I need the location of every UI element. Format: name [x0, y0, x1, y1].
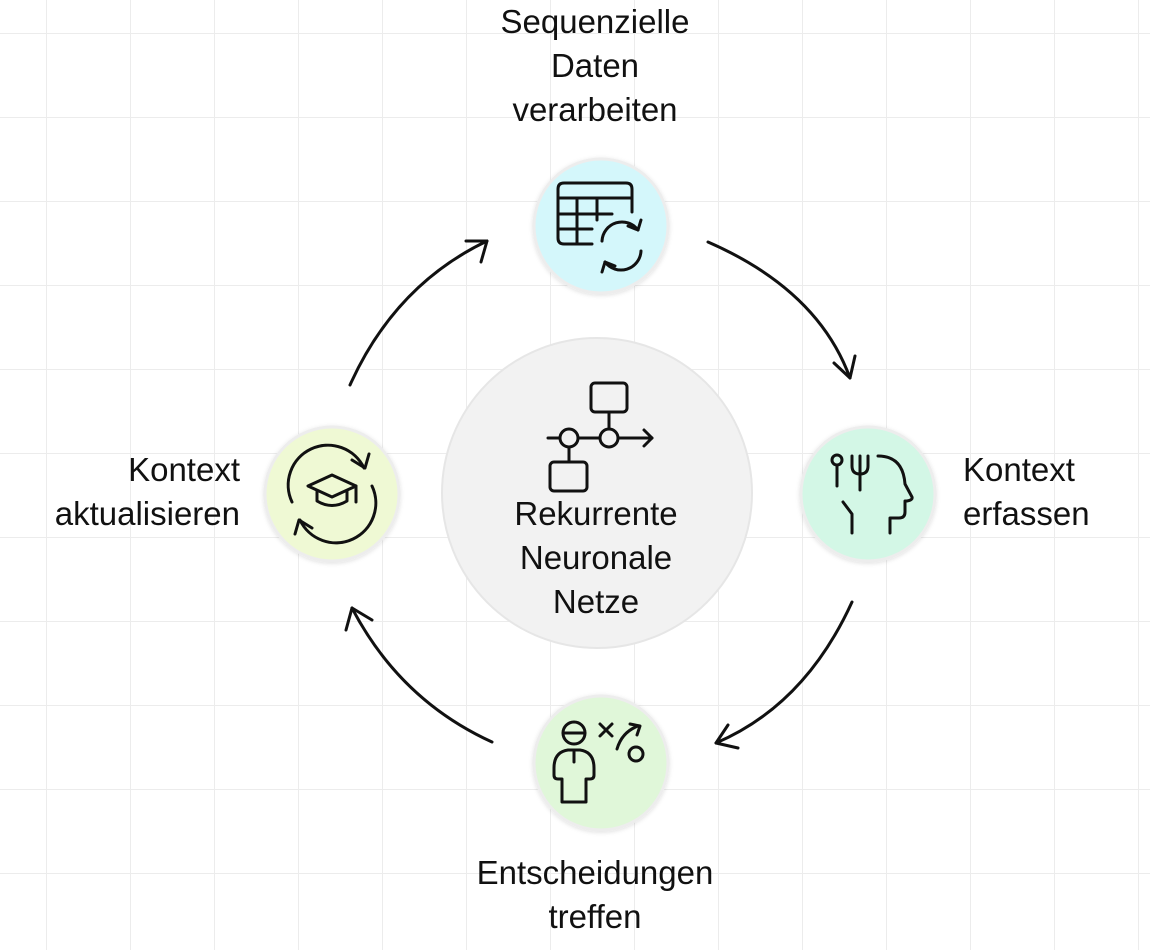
- step-circle-top: [532, 157, 670, 295]
- arrow-left-to-top: [348, 239, 489, 387]
- center-label: Rekurrente Neuronale Netze: [514, 495, 678, 620]
- arrow-top-to-right: [706, 240, 857, 380]
- cycle-arrows: [344, 239, 857, 750]
- step-label-top: Sequenzielle Daten verarbeiten: [500, 3, 690, 128]
- step-circle-bottom: [532, 694, 670, 832]
- arrow-bottom-to-left: [344, 606, 494, 744]
- step-circle-right: [799, 425, 937, 563]
- step-label-right: Kontext erfassen: [963, 451, 1090, 532]
- step-label-bottom: Entscheidungen treffen: [476, 854, 714, 935]
- arrow-right-to-bottom: [714, 600, 854, 750]
- flowchart-icon: [546, 381, 654, 493]
- step-circle-left: [263, 425, 401, 563]
- graduation-cycle-icon: [286, 443, 378, 545]
- center-circle: [441, 337, 753, 649]
- strategy-person-icon: [552, 720, 645, 804]
- table-refresh-icon: [556, 181, 643, 274]
- head-tools-icon: [830, 453, 914, 535]
- step-label-left: Kontext aktualisieren: [54, 451, 240, 532]
